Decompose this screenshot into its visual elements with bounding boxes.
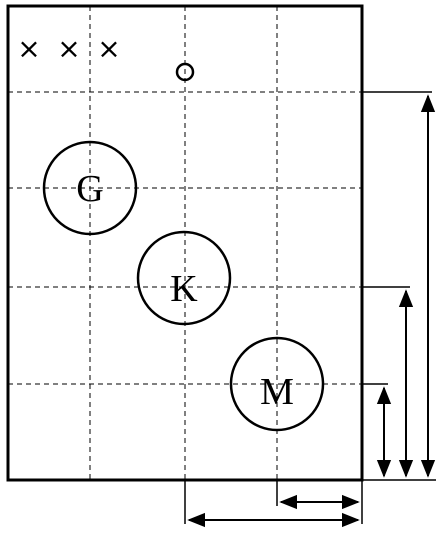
cross-marker-3: × <box>97 32 120 65</box>
horizontal-dimension-arrows <box>187 494 360 528</box>
circle-g-label: G <box>76 168 103 210</box>
bottom-extension-lines <box>184 480 363 524</box>
circle-m-outline <box>229 336 325 432</box>
circle-k: K <box>136 230 232 326</box>
vertical-dimension-arrows <box>376 94 436 478</box>
circle-k-label: K <box>170 268 198 310</box>
circle-g: G <box>42 140 138 236</box>
circle-k-outline <box>136 230 232 326</box>
right-extension-lines <box>362 91 436 481</box>
small-circle-marker <box>175 62 195 82</box>
dashed-grid <box>8 6 362 480</box>
cross-marker-1: × <box>17 32 40 65</box>
cross-marker-2: × <box>57 32 80 65</box>
circle-m-label: M <box>260 371 294 413</box>
circle-g-outline <box>42 140 138 236</box>
circle-m: M <box>229 336 325 432</box>
